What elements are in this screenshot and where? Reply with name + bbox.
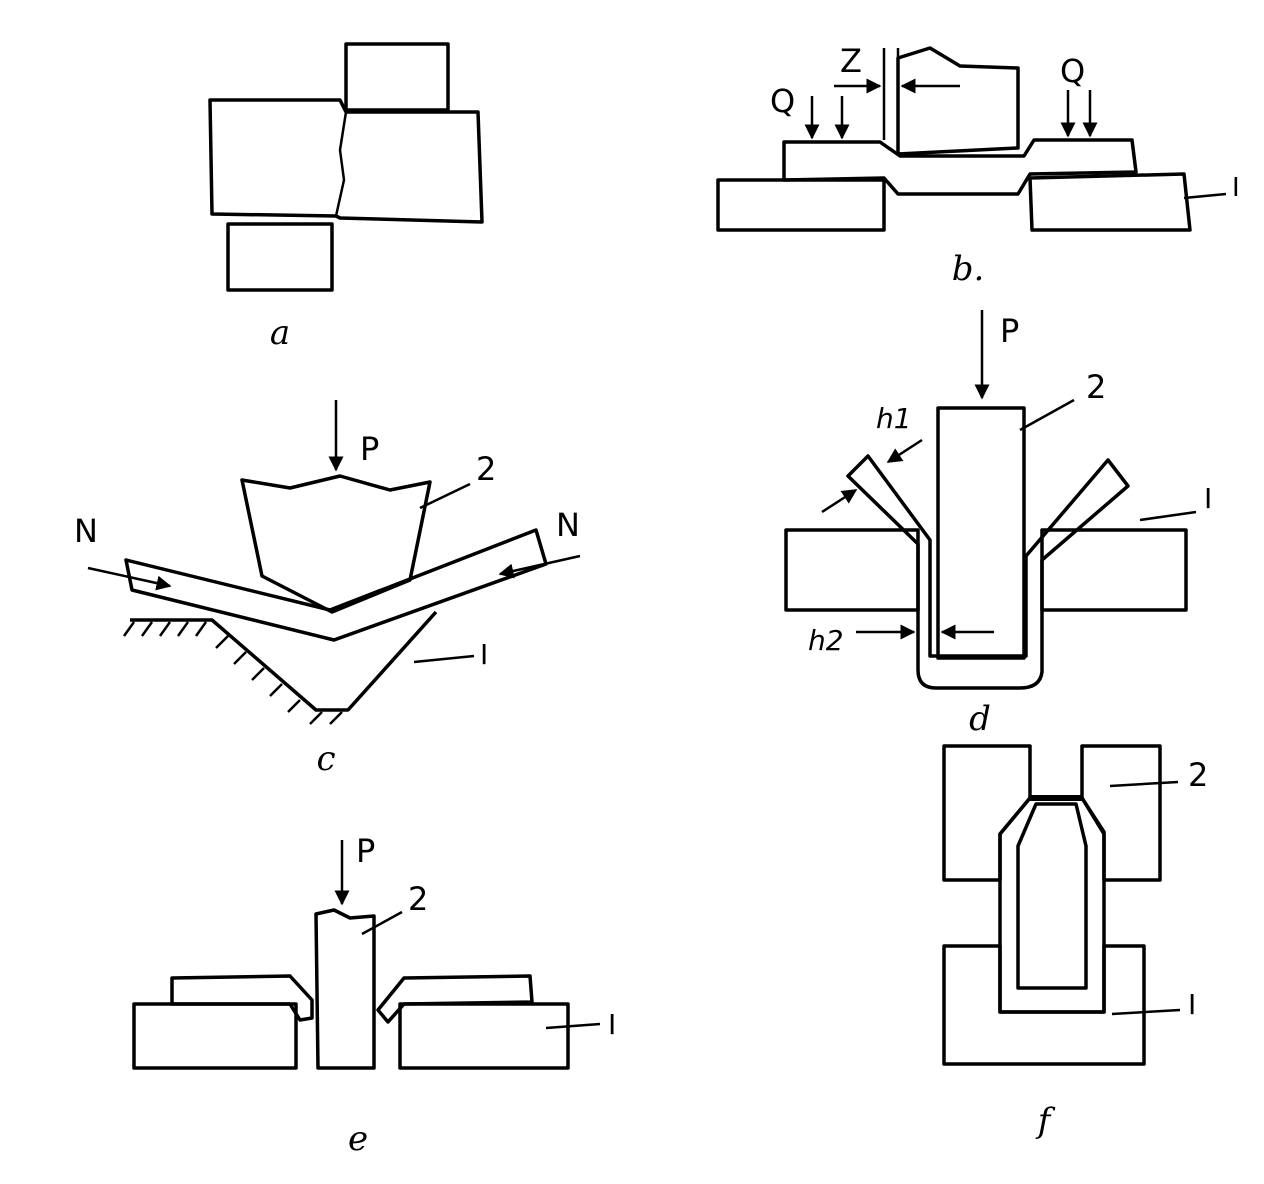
panel-c: P N N 2 I c bbox=[74, 400, 581, 779]
caption-f: f bbox=[1035, 1101, 1056, 1141]
workpiece-b bbox=[782, 138, 1138, 196]
e-die-right bbox=[398, 1002, 570, 1070]
die-left bbox=[716, 178, 886, 232]
panel-d: P 2 I h1 h2 d bbox=[784, 310, 1212, 739]
d-force-label: P bbox=[1000, 312, 1019, 350]
e-sheet-left bbox=[170, 974, 314, 1022]
panel-a: a bbox=[208, 42, 484, 353]
punch bbox=[896, 46, 1020, 156]
c-n-right: N bbox=[556, 506, 580, 544]
c-tool-2-label: 2 bbox=[476, 450, 496, 488]
caption-a: a bbox=[270, 313, 290, 353]
panel-b: Z Q Q I b. bbox=[716, 42, 1240, 289]
d-formed-sheet bbox=[846, 454, 1130, 690]
sheared-workpiece bbox=[208, 98, 484, 224]
caption-b: b. bbox=[952, 249, 985, 289]
c-n-left: N bbox=[74, 512, 98, 550]
q-right-label: Q bbox=[1060, 52, 1085, 90]
e-tool-2-label: 2 bbox=[408, 880, 428, 918]
upper-blade bbox=[344, 42, 450, 112]
d-tool-2-label: 2 bbox=[1086, 368, 1106, 406]
e-tool-1-label: I bbox=[608, 1008, 616, 1041]
caption-d: d bbox=[969, 699, 991, 739]
e-sheet-right bbox=[376, 974, 534, 1024]
b-tool-1-label: I bbox=[1232, 173, 1240, 203]
lower-blade bbox=[226, 222, 334, 292]
c-force-label: P bbox=[360, 430, 379, 468]
d-tool-1-label: I bbox=[1204, 482, 1212, 515]
d-punch bbox=[936, 406, 1026, 660]
panel-e: P 2 I e bbox=[132, 832, 616, 1159]
caption-c: c bbox=[316, 739, 335, 779]
f-tool-2-label: 2 bbox=[1188, 756, 1208, 794]
die-right bbox=[1028, 172, 1192, 232]
e-die-left bbox=[132, 1002, 298, 1070]
f-lower-die bbox=[942, 944, 1146, 1066]
z-label: Z bbox=[840, 42, 862, 80]
panel-f: 2 I f bbox=[942, 744, 1208, 1141]
v-die bbox=[130, 610, 438, 712]
f-tool-1-label: I bbox=[1188, 988, 1196, 1021]
bent-sheet bbox=[124, 528, 548, 642]
caption-e: e bbox=[348, 1119, 368, 1159]
f-upper-die bbox=[942, 744, 1162, 882]
d-h1-label: h1 bbox=[876, 402, 912, 435]
d-h2-label: h2 bbox=[808, 624, 844, 657]
d-die-left bbox=[784, 528, 920, 612]
q-left-label: Q bbox=[770, 82, 795, 120]
e-force-label: P bbox=[356, 832, 375, 870]
e-punch bbox=[314, 908, 376, 1070]
c-tool-1-label: I bbox=[480, 638, 488, 671]
bend-punch bbox=[240, 474, 432, 614]
f-extruded-part bbox=[998, 796, 1106, 1014]
